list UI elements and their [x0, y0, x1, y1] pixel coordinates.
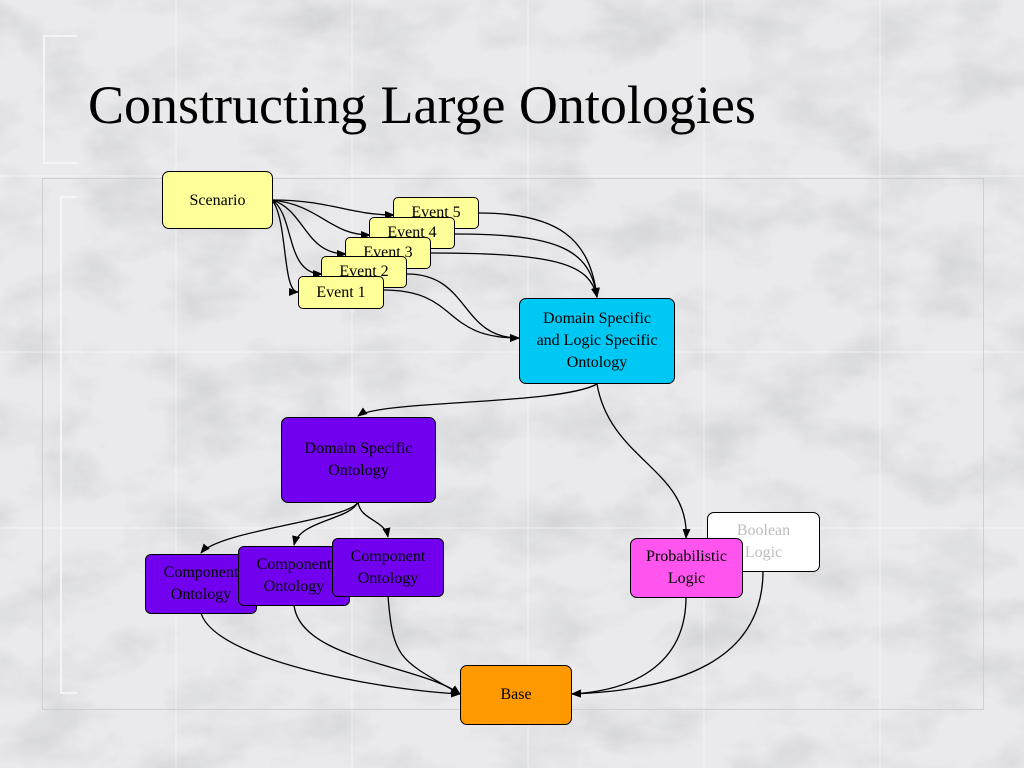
edge-scenario-event5 — [271, 199, 395, 219]
edge-scenario-event1 — [271, 199, 299, 296]
edge-scenario-event3 — [271, 199, 347, 258]
edge-domain-component3 — [357, 501, 391, 538]
edge-event4-domainlogic — [454, 233, 600, 298]
edge-domainlogic-probabilistic — [596, 383, 691, 539]
node-event1: Event 1 — [298, 276, 384, 309]
body-bracket — [60, 196, 77, 694]
edge-component1-base — [200, 612, 461, 698]
edge-component2-base — [293, 604, 461, 695]
edge-event1-domainlogic — [382, 289, 520, 342]
edge-domainlogic-domain — [357, 383, 598, 417]
edge-probabilistic-base — [571, 596, 687, 698]
edge-scenario-event2 — [271, 199, 323, 278]
node-component-ontology-2: Component Ontology — [238, 546, 350, 606]
edge-scenario-event4 — [271, 199, 371, 239]
node-scenario: Scenario — [162, 171, 273, 229]
title-bracket — [43, 35, 77, 164]
node-domain-ontology: Domain Specific Ontology — [281, 417, 436, 503]
node-base: Base — [460, 665, 572, 725]
edge-component3-base — [387, 595, 461, 695]
slide-title: Constructing Large Ontologies — [88, 75, 756, 135]
edge-event5-domainlogic — [478, 212, 600, 298]
edge-domain-component1 — [200, 501, 359, 554]
edge-event3-domainlogic — [430, 252, 599, 298]
node-component-ontology-3: Component Ontology — [332, 538, 444, 597]
edge-event2-domainlogic — [406, 273, 520, 342]
edge-boolean-base — [571, 570, 764, 698]
node-domain-logic-ontology: Domain Specific and Logic Specific Ontol… — [519, 298, 675, 384]
node-component-ontology-1: Component Ontology — [145, 554, 257, 614]
edge-domain-component2 — [292, 501, 359, 546]
node-probabilistic-logic: Probabilistic Logic — [630, 538, 743, 598]
